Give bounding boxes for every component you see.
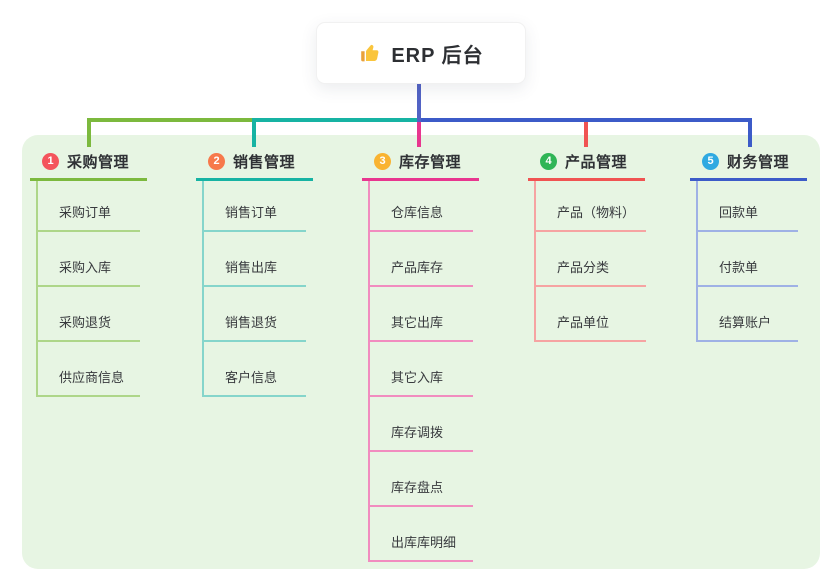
branch-number-badge: 2 <box>208 153 225 170</box>
branch-drop-line <box>87 118 91 147</box>
child-node[interactable]: 产品单位 <box>536 287 646 342</box>
child-node[interactable]: 回款单 <box>698 181 798 232</box>
branch-label: 产品管理 <box>565 154 628 171</box>
root-node[interactable]: ERP 后台 <box>316 22 526 84</box>
child-node[interactable]: 采购退货 <box>38 287 140 342</box>
branch-node-5[interactable]: 5 财务管理 <box>690 146 807 181</box>
child-node[interactable]: 销售订单 <box>204 181 306 232</box>
branch-label: 库存管理 <box>399 154 462 171</box>
branch-node-4[interactable]: 4 产品管理 <box>528 146 645 181</box>
child-node[interactable]: 产品（物料） <box>536 181 646 232</box>
child-node[interactable]: 仓库信息 <box>370 181 473 232</box>
child-node[interactable]: 客户信息 <box>204 342 306 397</box>
branch-column-1: 1 采购管理 采购订单采购入库采购退货供应商信息 <box>30 146 147 397</box>
child-node[interactable]: 供应商信息 <box>38 342 140 397</box>
root-stem-line <box>417 82 421 122</box>
connector-segment-left <box>87 118 252 122</box>
child-node[interactable]: 结算账户 <box>698 287 798 342</box>
branch-column-5: 5 财务管理 回款单付款单结算账户 <box>690 146 807 342</box>
child-node[interactable]: 销售退货 <box>204 287 306 342</box>
branch-children: 销售订单销售出库销售退货客户信息 <box>202 181 306 397</box>
branch-label: 财务管理 <box>727 154 790 171</box>
branch-column-4: 4 产品管理 产品（物料）产品分类产品单位 <box>528 146 646 342</box>
child-node[interactable]: 出库库明细 <box>370 507 473 562</box>
branch-label: 销售管理 <box>233 154 296 171</box>
branch-drop-line <box>417 118 421 147</box>
connector-segment-mid <box>252 118 417 122</box>
branch-number-badge: 4 <box>540 153 557 170</box>
child-node[interactable]: 其它入库 <box>370 342 473 397</box>
branch-column-3: 3 库存管理 仓库信息产品库存其它出库其它入库库存调拨库存盘点出库库明细 <box>362 146 479 562</box>
thumbs-up-icon <box>361 44 379 62</box>
child-node[interactable]: 销售出库 <box>204 232 306 287</box>
branch-node-1[interactable]: 1 采购管理 <box>30 146 147 181</box>
branch-number-badge: 3 <box>374 153 391 170</box>
branch-children: 产品（物料）产品分类产品单位 <box>534 181 646 342</box>
branch-number-badge: 1 <box>42 153 59 170</box>
child-node[interactable]: 产品库存 <box>370 232 473 287</box>
branch-drop-line <box>748 118 752 147</box>
branch-drop-line <box>252 118 256 147</box>
child-node[interactable]: 产品分类 <box>536 232 646 287</box>
root-node-label: ERP 后台 <box>391 44 484 67</box>
branch-node-2[interactable]: 2 销售管理 <box>196 146 313 181</box>
branch-children: 仓库信息产品库存其它出库其它入库库存调拨库存盘点出库库明细 <box>368 181 473 562</box>
child-node[interactable]: 库存调拨 <box>370 397 473 452</box>
child-node[interactable]: 采购入库 <box>38 232 140 287</box>
branch-children: 回款单付款单结算账户 <box>696 181 798 342</box>
child-node[interactable]: 付款单 <box>698 232 798 287</box>
child-node[interactable]: 库存盘点 <box>370 452 473 507</box>
mindmap-background-panel <box>22 135 820 569</box>
branch-children: 采购订单采购入库采购退货供应商信息 <box>36 181 140 397</box>
branch-drop-line <box>584 118 588 147</box>
branch-column-2: 2 销售管理 销售订单销售出库销售退货客户信息 <box>196 146 313 397</box>
child-node[interactable]: 采购订单 <box>38 181 140 232</box>
branch-node-3[interactable]: 3 库存管理 <box>362 146 479 181</box>
branch-label: 采购管理 <box>67 154 130 171</box>
connector-segment-right <box>421 118 752 122</box>
branch-number-badge: 5 <box>702 153 719 170</box>
child-node[interactable]: 其它出库 <box>370 287 473 342</box>
